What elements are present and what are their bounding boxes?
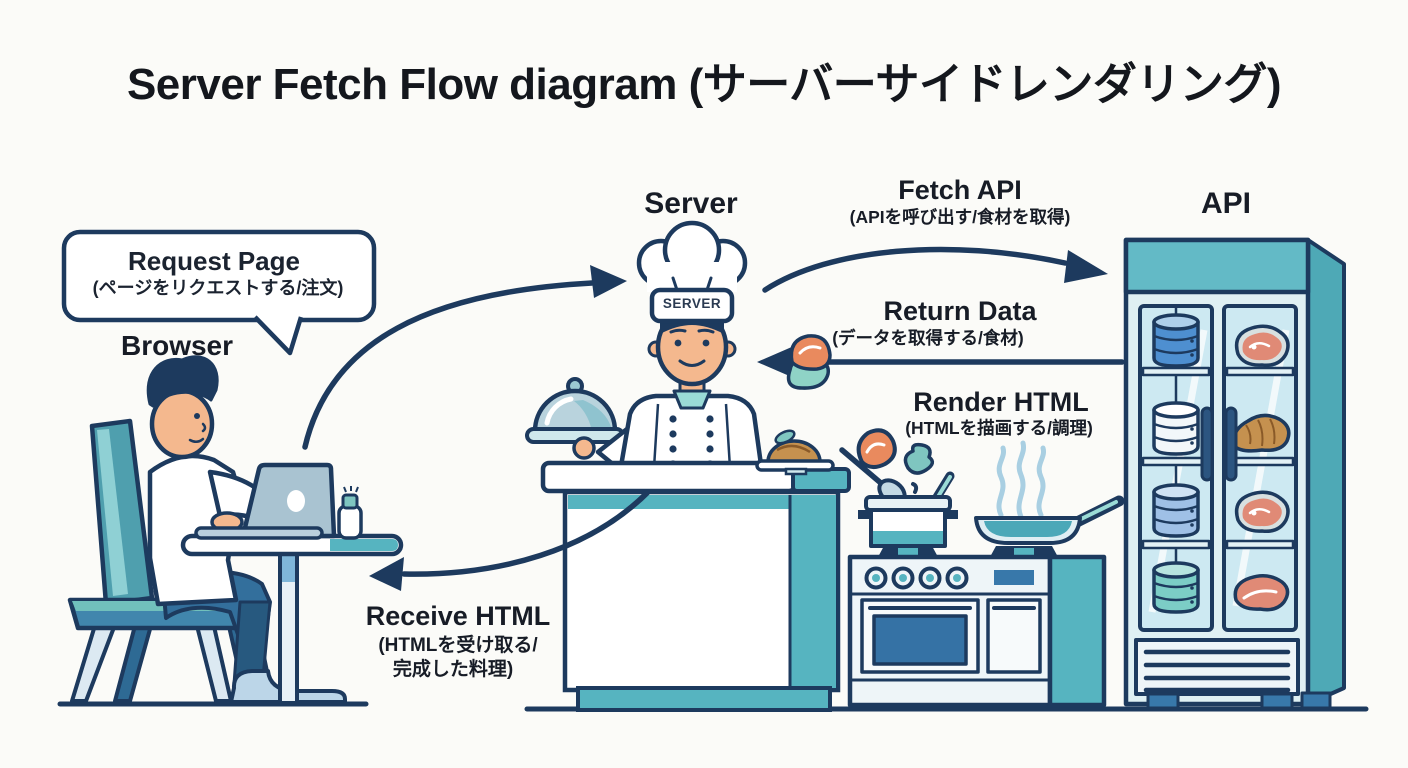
sushi-icon: [786, 334, 832, 390]
speech-bubble-line1: Request Page: [128, 246, 300, 276]
render-html-label: Render HTML: [913, 387, 1089, 417]
render-html-sublabel: (HTMLを描画する/調理): [905, 418, 1093, 438]
salt-shaker-icon: [337, 486, 363, 540]
fetch-api-arrow: [762, 246, 1108, 293]
salmon-slice-icon: [856, 428, 897, 469]
steam-icon: [996, 440, 1047, 520]
browser-label: Browser: [120, 330, 234, 361]
fridge-food-icon: [1231, 324, 1291, 612]
kitchen-illustration: [839, 428, 1125, 708]
request-arrow: [302, 265, 627, 450]
chef-hat-icon: [636, 220, 748, 324]
stove-illustration: [847, 554, 1107, 708]
greens-icon: [903, 442, 935, 475]
browser-user-illustration: [67, 355, 404, 705]
page-title: Server Fetch Flow diagram (サーバーサイドレンダリング…: [126, 60, 1282, 109]
api-label: API: [1200, 187, 1252, 220]
chef-hat-text: SERVER: [662, 296, 722, 311]
cloche-icon: [525, 377, 625, 444]
fetch-api-label: Fetch API: [898, 175, 1022, 205]
speech-bubble: [61, 229, 377, 356]
laptop-icon: [194, 462, 337, 540]
api-fridge-illustration: [1123, 237, 1346, 710]
server-label: Server: [644, 187, 738, 220]
fetch-api-sublabel: (APIを呼び出す/食材を取得): [849, 207, 1071, 227]
counter-illustration: [540, 460, 851, 712]
receive-html-arrow: [369, 489, 651, 591]
stove-knob-icon: [864, 566, 969, 590]
receive-html-label: Receive HTML: [365, 601, 551, 631]
pot-icon: [858, 471, 958, 548]
return-data-label: Return Data: [883, 296, 1037, 326]
speech-bubble-line2: (ページをリクエストする/注文): [92, 278, 344, 298]
receive-html-sublabel-1: (HTMLを受け取る/: [378, 635, 538, 656]
return-data-sublabel: (データを取得する/食材): [832, 328, 1024, 348]
chef-illustration: [525, 220, 765, 475]
dish-icon: [755, 429, 835, 476]
database-cylinder-icon: [1152, 313, 1200, 614]
return-data-arrow: [757, 334, 1125, 390]
receive-html-sublabel-2: 完成した料理): [392, 659, 514, 680]
frying-pan-icon: [974, 495, 1125, 545]
